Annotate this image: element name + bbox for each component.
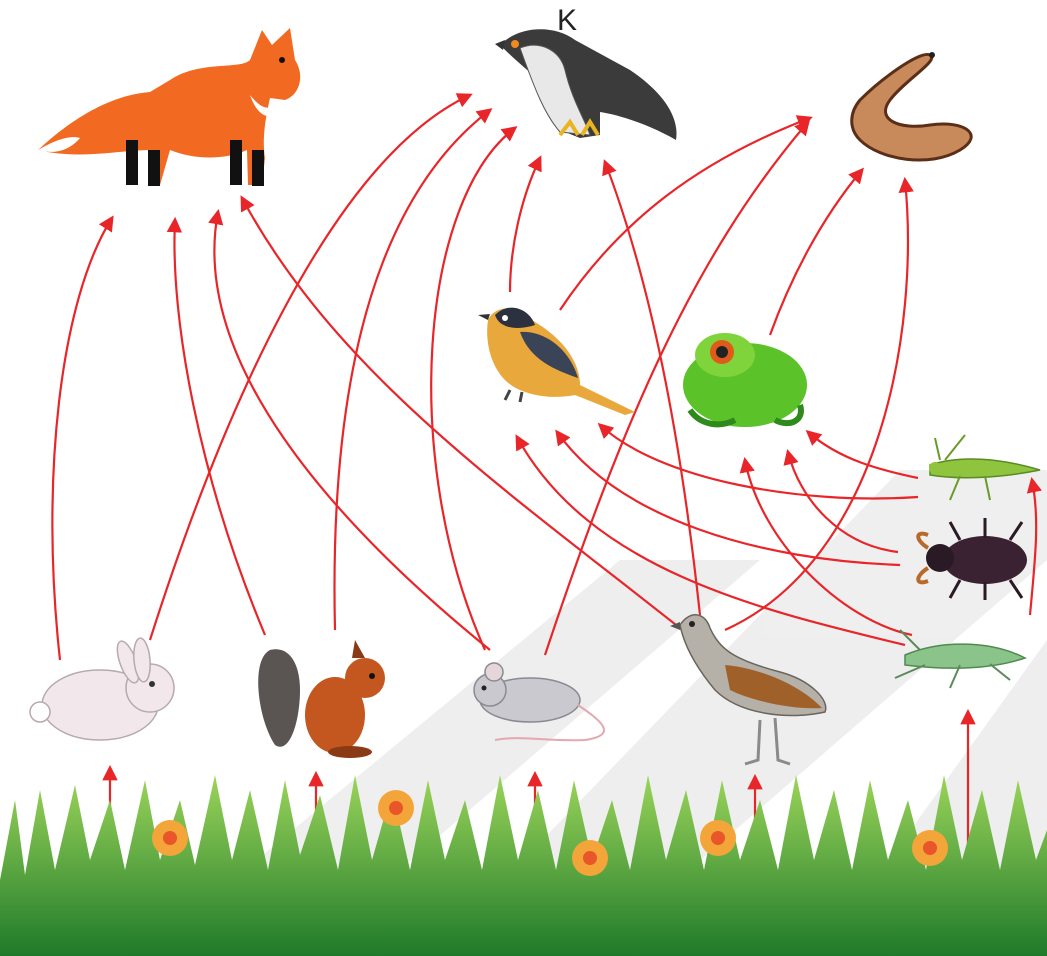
flower-5 bbox=[912, 830, 948, 866]
arrow-bird-to-hawk bbox=[510, 158, 540, 292]
arrow-mouse-to-fox bbox=[214, 212, 490, 650]
arrow-squirrel-to-fox bbox=[174, 220, 265, 635]
snake-illustration bbox=[852, 52, 971, 160]
songbird-illustration bbox=[478, 308, 635, 415]
flower-1 bbox=[152, 820, 188, 856]
squirrel-illustration bbox=[258, 640, 385, 758]
arrow-bird-to-snake bbox=[560, 118, 810, 310]
arrow-frog-to-snake bbox=[770, 170, 862, 335]
flower-2 bbox=[378, 790, 414, 826]
flower-3 bbox=[572, 840, 608, 876]
fox-illustration bbox=[38, 28, 300, 186]
arrow-rabbit-to-fox bbox=[52, 218, 112, 660]
flower-4 bbox=[700, 820, 736, 856]
arrow-rabbit-to-hawk bbox=[150, 95, 470, 640]
frog-illustration bbox=[683, 333, 807, 427]
rabbit-illustration bbox=[30, 637, 174, 740]
grass-illustration bbox=[0, 775, 1047, 956]
hawk-illustration bbox=[495, 29, 677, 140]
arrow-squirrel-to-hawk bbox=[334, 110, 490, 630]
label-k: K bbox=[557, 4, 577, 37]
arrow-mouse-to-hawk bbox=[431, 128, 515, 650]
